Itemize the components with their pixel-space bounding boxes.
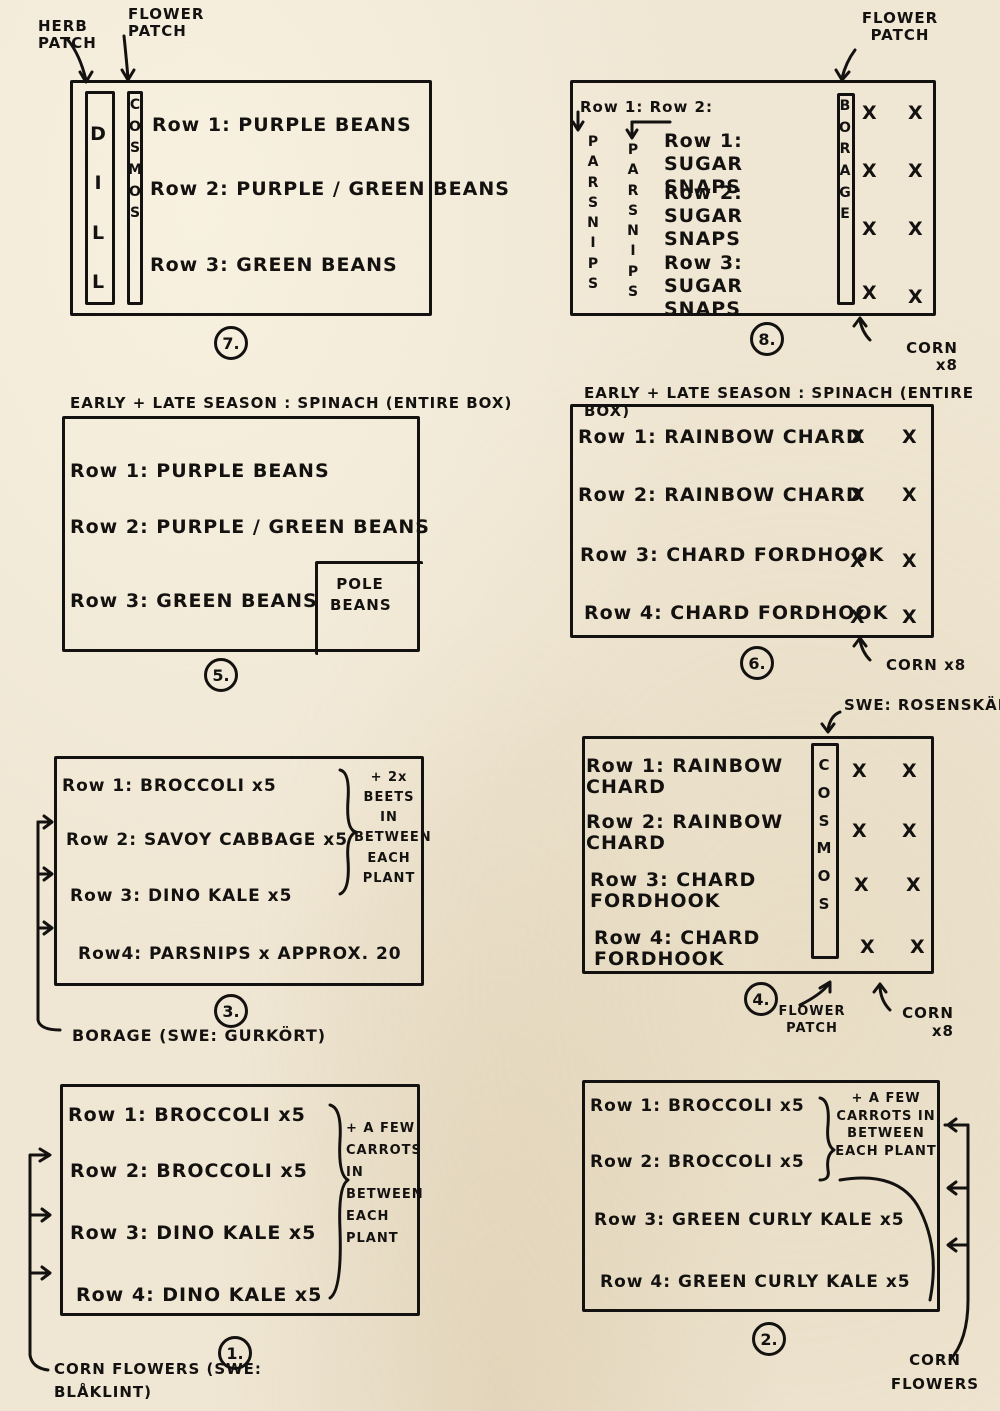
corn-mark: X (850, 484, 865, 506)
bed1-row-3: Row 3: DINO KALE x5 (70, 1222, 317, 1244)
bed-3-number: 3. (214, 994, 248, 1028)
bed1-row-4: Row 4: DINO KALE x5 (76, 1284, 323, 1306)
corn-mark: X (862, 102, 877, 124)
corn-mark: X (902, 606, 917, 628)
bed-2-number: 2. (752, 1322, 786, 1356)
corn-mark: X (908, 218, 923, 240)
bed-3 (54, 756, 424, 986)
corn-mark: X (902, 426, 917, 448)
corn-mark: X (902, 550, 917, 572)
bed-2 (582, 1080, 940, 1312)
flower-patch-label-8: FLOWER PATCH (861, 9, 939, 44)
corn-mark: X (902, 820, 917, 842)
bed-8-number: 8. (750, 322, 784, 356)
bed6-row-4: Row 4: CHARD FORDHOOK (584, 602, 889, 624)
bed-1-number: 1. (218, 1336, 252, 1370)
corn-mark: X (910, 936, 925, 958)
corn-mark: X (854, 874, 869, 896)
corn-mark: X (860, 936, 875, 958)
flower-patch-label-7: FLOWER PATCH (128, 5, 205, 40)
bed2-row-1: Row 1: BROCCOLI x5 (590, 1096, 805, 1116)
bed2-row-3: Row 3: GREEN CURLY KALE x5 (594, 1210, 905, 1230)
bed-6 (570, 404, 934, 638)
cosmos-strip-4 (811, 743, 839, 959)
bed3-beets-note: + 2x BEETS IN BETWEEN EACH PLANT (354, 770, 432, 886)
corn-mark: X (902, 760, 917, 782)
bed1-carrots-note: + A FEW CARROTS IN BETWEEN EACH PLANT (346, 1121, 424, 1247)
pole-beans-label: POLE BEANS (330, 575, 392, 614)
bed4-row-2: Row 2: RAINBOW CHARD (586, 811, 784, 854)
bed1-row-2: Row 2: BROCCOLI x5 (70, 1160, 308, 1182)
bed7-row-1: Row 1: PURPLE BEANS (152, 114, 412, 136)
corn-mark: X (862, 218, 877, 240)
corn-mark: X (862, 160, 877, 182)
bed-5 (62, 416, 423, 655)
bed7-row-2: Row 2: PURPLE / GREEN BEANS (150, 178, 510, 200)
bed3-row-4: Row4: PARSNIPS x APPROX. 20 (78, 944, 402, 964)
bed2-corn-label: CORN FLOWERS (890, 1351, 980, 1393)
pole-beans-box (315, 561, 423, 655)
corn-mark: X (862, 282, 877, 304)
bed5-row-1: Row 1: PURPLE BEANS (70, 460, 330, 482)
bed3-row-1: Row 1: BROCCOLI x5 (62, 776, 277, 796)
bed-5-number: 5. (204, 658, 238, 692)
bed3-borage-label: BORAGE (SWE: GURKÖRT) (72, 1026, 327, 1045)
bed-8 (570, 80, 936, 316)
bed5-row-3: Row 3: GREEN BEANS (70, 590, 318, 612)
bed6-row-2: Row 2: RAINBOW CHARD (578, 484, 863, 506)
bed2-row-2: Row 2: BROCCOLI x5 (590, 1152, 805, 1172)
bed8-corn-label: CORN x8 (906, 339, 958, 374)
bed4-row-3: Row 3: CHARD FORDHOOK (590, 869, 757, 912)
bed-1 (60, 1084, 420, 1316)
bed8-row-3: Row 3: SUGAR SNAPS (664, 252, 744, 320)
bed6-row-1: Row 1: RAINBOW CHARD (578, 426, 863, 448)
bed6-row-3: Row 3: CHARD FORDHOOK (580, 544, 885, 566)
corn-mark: X (902, 484, 917, 506)
bed-4-number: 4. (744, 982, 778, 1016)
bed4-corn-label: CORN x8 (902, 1004, 954, 1040)
dill-strip (85, 91, 115, 305)
bed5-row-2: Row 2: PURPLE / GREEN BEANS (70, 516, 430, 538)
bed3-row-2: Row 2: SAVOY CABBAGE x5 (66, 830, 349, 850)
bed8-row-2: Row 2: SUGAR SNAPS (664, 182, 744, 250)
corn-mark: X (908, 102, 923, 124)
bed-4 (582, 736, 934, 974)
bed1-row-1: Row 1: BROCCOLI x5 (68, 1104, 306, 1126)
bed7-row-3: Row 3: GREEN BEANS (150, 254, 398, 276)
bed8-row-1: Row 1: SUGAR SNAPS (664, 130, 744, 198)
cosmos-strip-7 (127, 91, 143, 305)
bed3-row-3: Row 3: DINO KALE x5 (70, 886, 293, 906)
corn-mark: X (850, 550, 865, 572)
bed1-corn-label: CORN FLOWERS (SWE: BLÅKLINT) (54, 1360, 262, 1401)
bed5-season-label: EARLY + LATE SEASON : SPINACH (ENTIRE BO… (70, 394, 513, 412)
bed8-header: Row 1: Row 2: (580, 98, 713, 116)
corn-mark: X (852, 760, 867, 782)
bed6-corn-label: CORN x8 (886, 656, 967, 674)
bed4-swe-label: SWE: ROSENSKÄRA (844, 696, 1000, 714)
corn-mark: X (908, 160, 923, 182)
bed4-row-1: Row 1: RAINBOW CHARD (586, 755, 784, 798)
bed2-row-4: Row 4: GREEN CURLY KALE x5 (600, 1272, 911, 1292)
bed-6-number: 6. (740, 646, 774, 680)
corn-mark: X (850, 606, 865, 628)
bed-7-number: 7. (214, 326, 248, 360)
bed4-row-4: Row 4: CHARD FORDHOOK (594, 927, 761, 970)
bed2-carrots-note: + A FEW CARROTS IN BETWEEN EACH PLANT (835, 1091, 937, 1159)
corn-mark: X (852, 820, 867, 842)
corn-mark: X (908, 286, 923, 308)
corn-mark: X (906, 874, 921, 896)
herb-patch-label: HERB PATCH (38, 17, 97, 52)
bed-7 (70, 80, 432, 316)
bed4-flower-patch-label: FLOWER PATCH (778, 1004, 846, 1036)
corn-mark: X (850, 426, 865, 448)
borage-strip (837, 93, 855, 305)
